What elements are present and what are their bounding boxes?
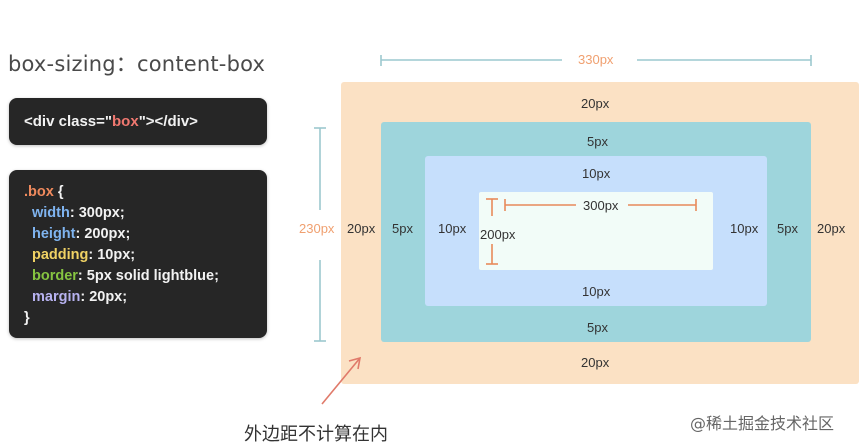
css-property: margin: [32, 289, 81, 305]
html-code-block: <div class="box"></div>: [9, 98, 267, 145]
css-value: : 5px solid lightblue;: [77, 268, 219, 284]
border-right-label: 5px: [777, 221, 798, 236]
css-selector-line: .box {: [24, 184, 63, 200]
css-declaration-margin: margin: 20px;: [32, 289, 127, 305]
css-declaration-border: border: 5px solid lightblue;: [32, 268, 219, 284]
total-width-label: 330px: [578, 52, 614, 67]
margin-left-label: 20px: [347, 221, 376, 236]
page-heading: box-sizing：content-box: [8, 52, 266, 76]
css-value: : 20px;: [80, 289, 128, 305]
padding-right-label: 10px: [730, 221, 759, 236]
html-open-tag: <div class=": [24, 113, 113, 130]
note-text: 外边距不计算在内: [244, 424, 388, 445]
html-close-tag: "></div>: [138, 113, 198, 130]
css-property: width: [32, 205, 70, 221]
margin-bottom-label: 20px: [581, 355, 610, 370]
total-width-dimension: [380, 55, 812, 66]
css-property: padding: [32, 247, 89, 263]
border-left-label: 5px: [392, 221, 413, 236]
css-value: : 300px;: [69, 205, 125, 221]
css-close-brace: }: [24, 310, 30, 326]
padding-left-label: 10px: [438, 221, 467, 236]
css-property: border: [32, 268, 78, 284]
margin-top-label: 20px: [581, 96, 610, 111]
css-selector: .box: [24, 184, 54, 200]
padding-top-label: 10px: [582, 166, 611, 181]
content-width-dimension: [504, 199, 697, 211]
html-class-value: box: [112, 113, 139, 130]
html-code-line: <div class="box"></div>: [24, 113, 198, 130]
border-top-label: 5px: [587, 134, 608, 149]
css-declaration-width: width: 300px;: [32, 205, 125, 221]
css-declaration-padding: padding: 10px;: [32, 247, 135, 263]
content-width-label: 300px: [583, 198, 619, 213]
css-code-block: .box { width: 300px; height: 200px; padd…: [9, 170, 267, 338]
total-height-label: 230px: [299, 221, 335, 236]
content-height-dimension: [486, 198, 498, 265]
content-height-label: 200px: [480, 227, 516, 242]
padding-bottom-label: 10px: [582, 284, 611, 299]
css-property: height: [32, 226, 76, 242]
border-bottom-label: 5px: [587, 320, 608, 335]
css-declaration-height: height: 200px;: [32, 226, 130, 242]
css-open-brace: {: [53, 184, 64, 200]
css-value: : 10px;: [88, 247, 136, 263]
margin-right-label: 20px: [817, 221, 846, 236]
css-value: : 200px;: [75, 226, 131, 242]
note-arrow: [321, 356, 362, 405]
total-height-dimension: [314, 127, 326, 342]
watermark: @稀土掘金技术社区: [690, 414, 835, 433]
